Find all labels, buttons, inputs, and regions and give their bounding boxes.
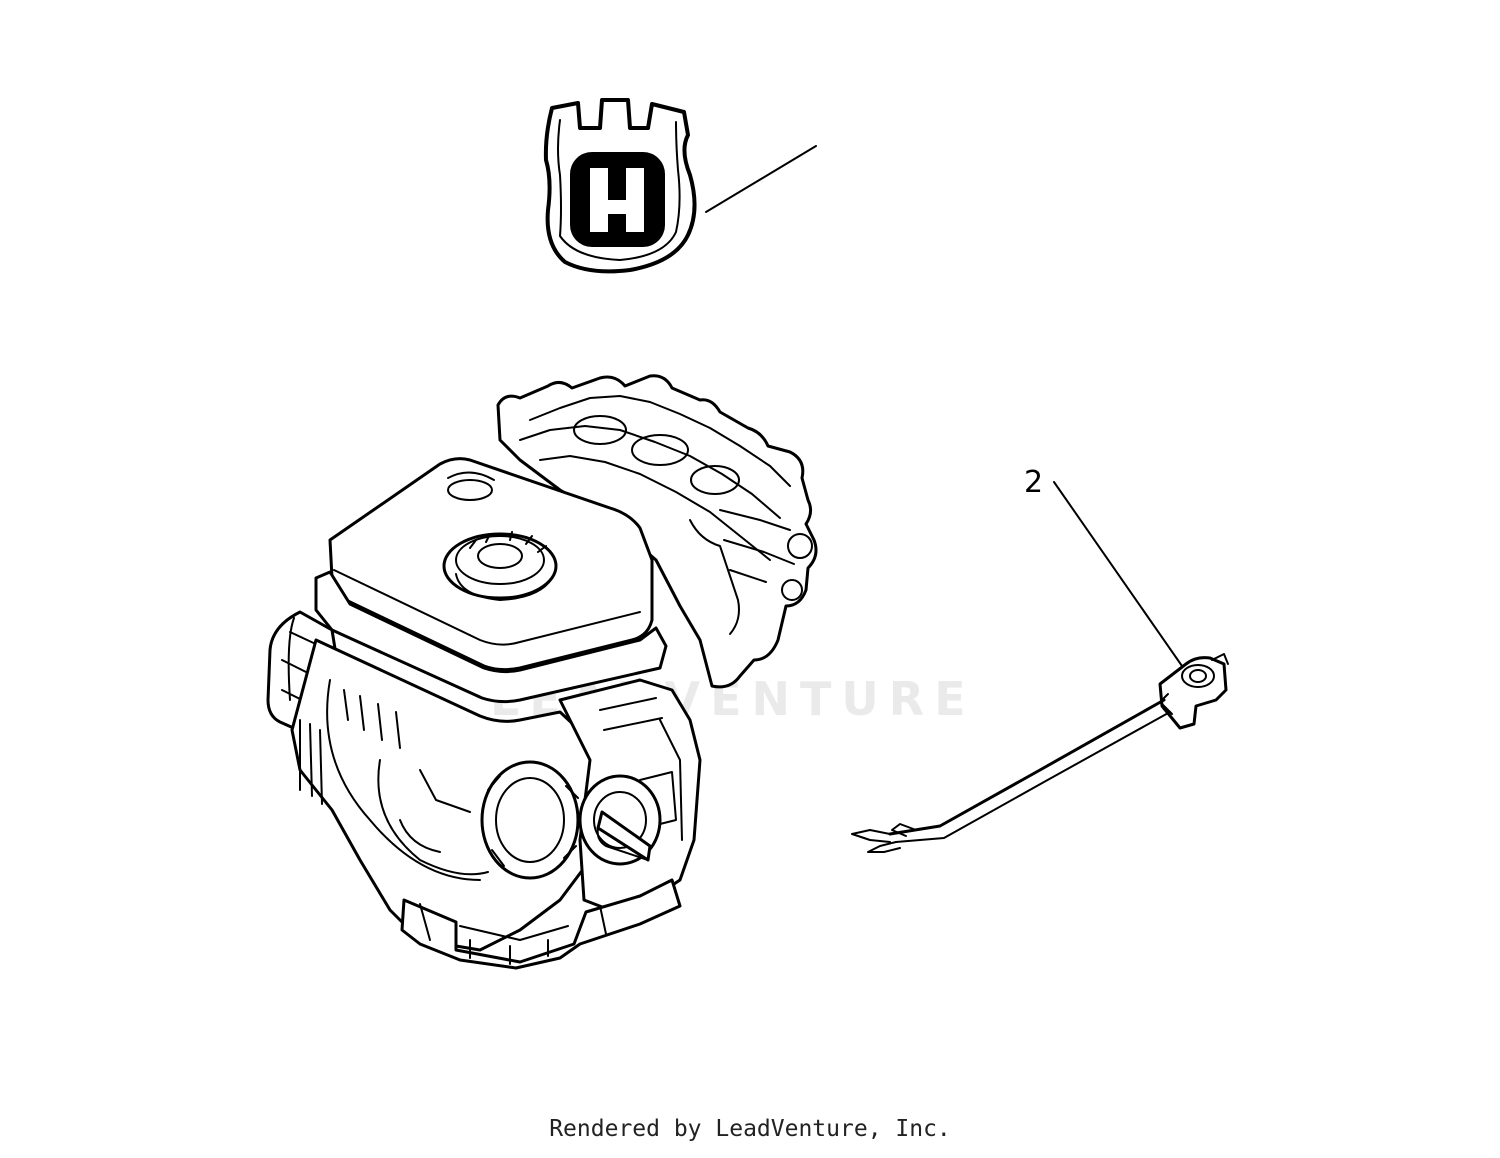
engine[interactable]	[266, 374, 818, 970]
tank-base	[314, 570, 668, 704]
footer-credit: Rendered by LeadVenture, Inc.	[549, 1116, 951, 1142]
fuel-cap[interactable]	[442, 531, 558, 601]
air-filter-housing	[496, 374, 818, 689]
logo-decal[interactable]	[543, 98, 697, 274]
engine-base	[400, 878, 682, 970]
output-shaft-housing	[480, 760, 662, 880]
leader-line-1	[705, 145, 817, 213]
callout-label-2: 2	[1024, 465, 1043, 500]
leader-line-2	[1053, 481, 1183, 667]
wire-harness[interactable]	[851, 653, 1229, 853]
